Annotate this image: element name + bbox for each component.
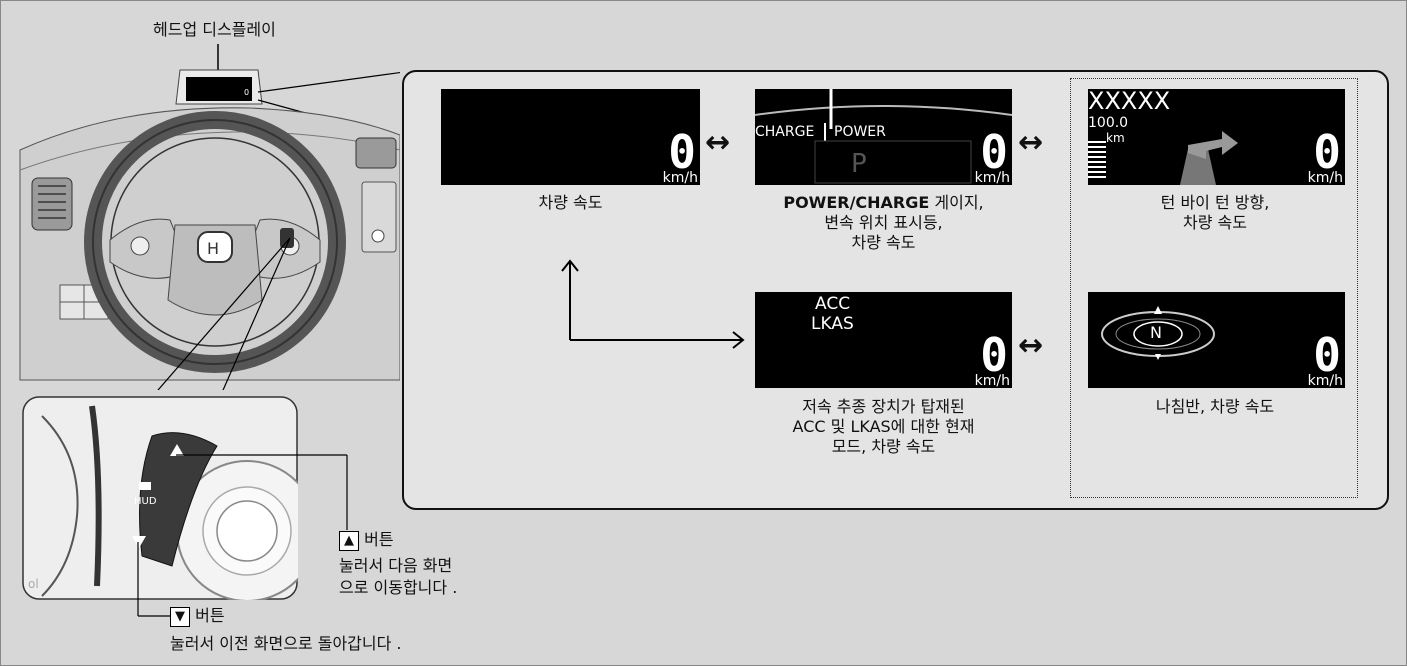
up-button-desc-2: 으로 이동합니다 . — [339, 578, 458, 597]
button-callout-lines — [137, 454, 348, 617]
caption-acc-lkas: 저속 추종 장치가 탑재된 ACC 및 LKAS에 대한 현재 모드, 차량 속… — [792, 397, 975, 456]
charge-label: CHARGE — [755, 124, 815, 140]
double-arrow: ↔ — [705, 125, 731, 160]
svg-text:H: H — [207, 239, 219, 258]
caption-power-charge: POWER/CHARGE 게이지, 변속 위치 표시등, 차량 속도 — [783, 193, 984, 252]
speed-unit: km/h — [662, 170, 698, 185]
street-name: XXXXX — [1088, 89, 1171, 115]
navigation-modes-group — [1070, 78, 1358, 498]
lkas-label: LKAS — [811, 314, 854, 334]
loop-arrow — [561, 259, 745, 349]
screen-acc-lkas: ACC LKAS 0 km/h — [755, 292, 1012, 388]
up-button-icon: ▲ — [339, 530, 359, 551]
speed-unit: km/h — [974, 373, 1010, 388]
gear-position: P — [851, 149, 867, 179]
distance-unit: km — [1106, 131, 1125, 145]
hud-unit-screen — [186, 77, 252, 101]
speed-unit: km/h — [974, 170, 1010, 185]
down-button-icon: ▼ — [170, 606, 190, 627]
down-button-label: ▼ 버튼 — [170, 606, 225, 627]
screen-compass: N 0 km/h — [1088, 292, 1345, 388]
svg-text:ol: ol — [28, 577, 39, 591]
hud-switch-label: HUD — [134, 496, 157, 507]
compass-icon — [1101, 306, 1215, 360]
speed-value: 0 — [668, 125, 696, 179]
down-button-desc: 눌러서 이전 화면으로 돌아갑니다 . — [170, 634, 402, 653]
speed-value: 0 — [980, 328, 1008, 382]
caption-speed: 차량 속도 — [538, 193, 603, 212]
caption-compass: 나침반, 차량 속도 — [1155, 397, 1275, 416]
speed-value: 0 — [1313, 125, 1341, 179]
screen-power-charge: CHARGE POWER P 0 km/h — [755, 89, 1012, 185]
speed-value: 0 — [1313, 328, 1341, 382]
speed-unit: km/h — [1307, 170, 1343, 185]
double-arrow: ↔ — [1018, 125, 1044, 160]
screen-speed: 0 km/h — [441, 89, 700, 185]
double-arrow: ↔ — [1018, 328, 1044, 363]
up-button-desc-1: 눌러서 다음 화면 — [339, 556, 453, 575]
up-button-label: ▲ 버튼 — [339, 530, 394, 551]
screen-turn-by-turn: XXXXX 100.0 km 0 km/h — [1088, 89, 1345, 185]
speed-unit: km/h — [1307, 373, 1343, 388]
compass-heading: N — [1150, 323, 1162, 342]
hud-switch-inset: HUD ol — [22, 396, 298, 600]
power-label: POWER — [834, 124, 886, 140]
svg-text:0: 0 — [244, 88, 249, 97]
acc-label: ACC — [815, 294, 851, 314]
speed-value: 0 — [980, 125, 1008, 179]
distance-value: 100.0 — [1088, 115, 1129, 131]
caption-turn-by-turn: 턴 바이 턴 방향, 차량 속도 — [1160, 193, 1270, 232]
hud-title-label: 헤드업 디스플레이 — [153, 20, 276, 39]
dashboard-illustration: 0 H — [19, 44, 400, 390]
